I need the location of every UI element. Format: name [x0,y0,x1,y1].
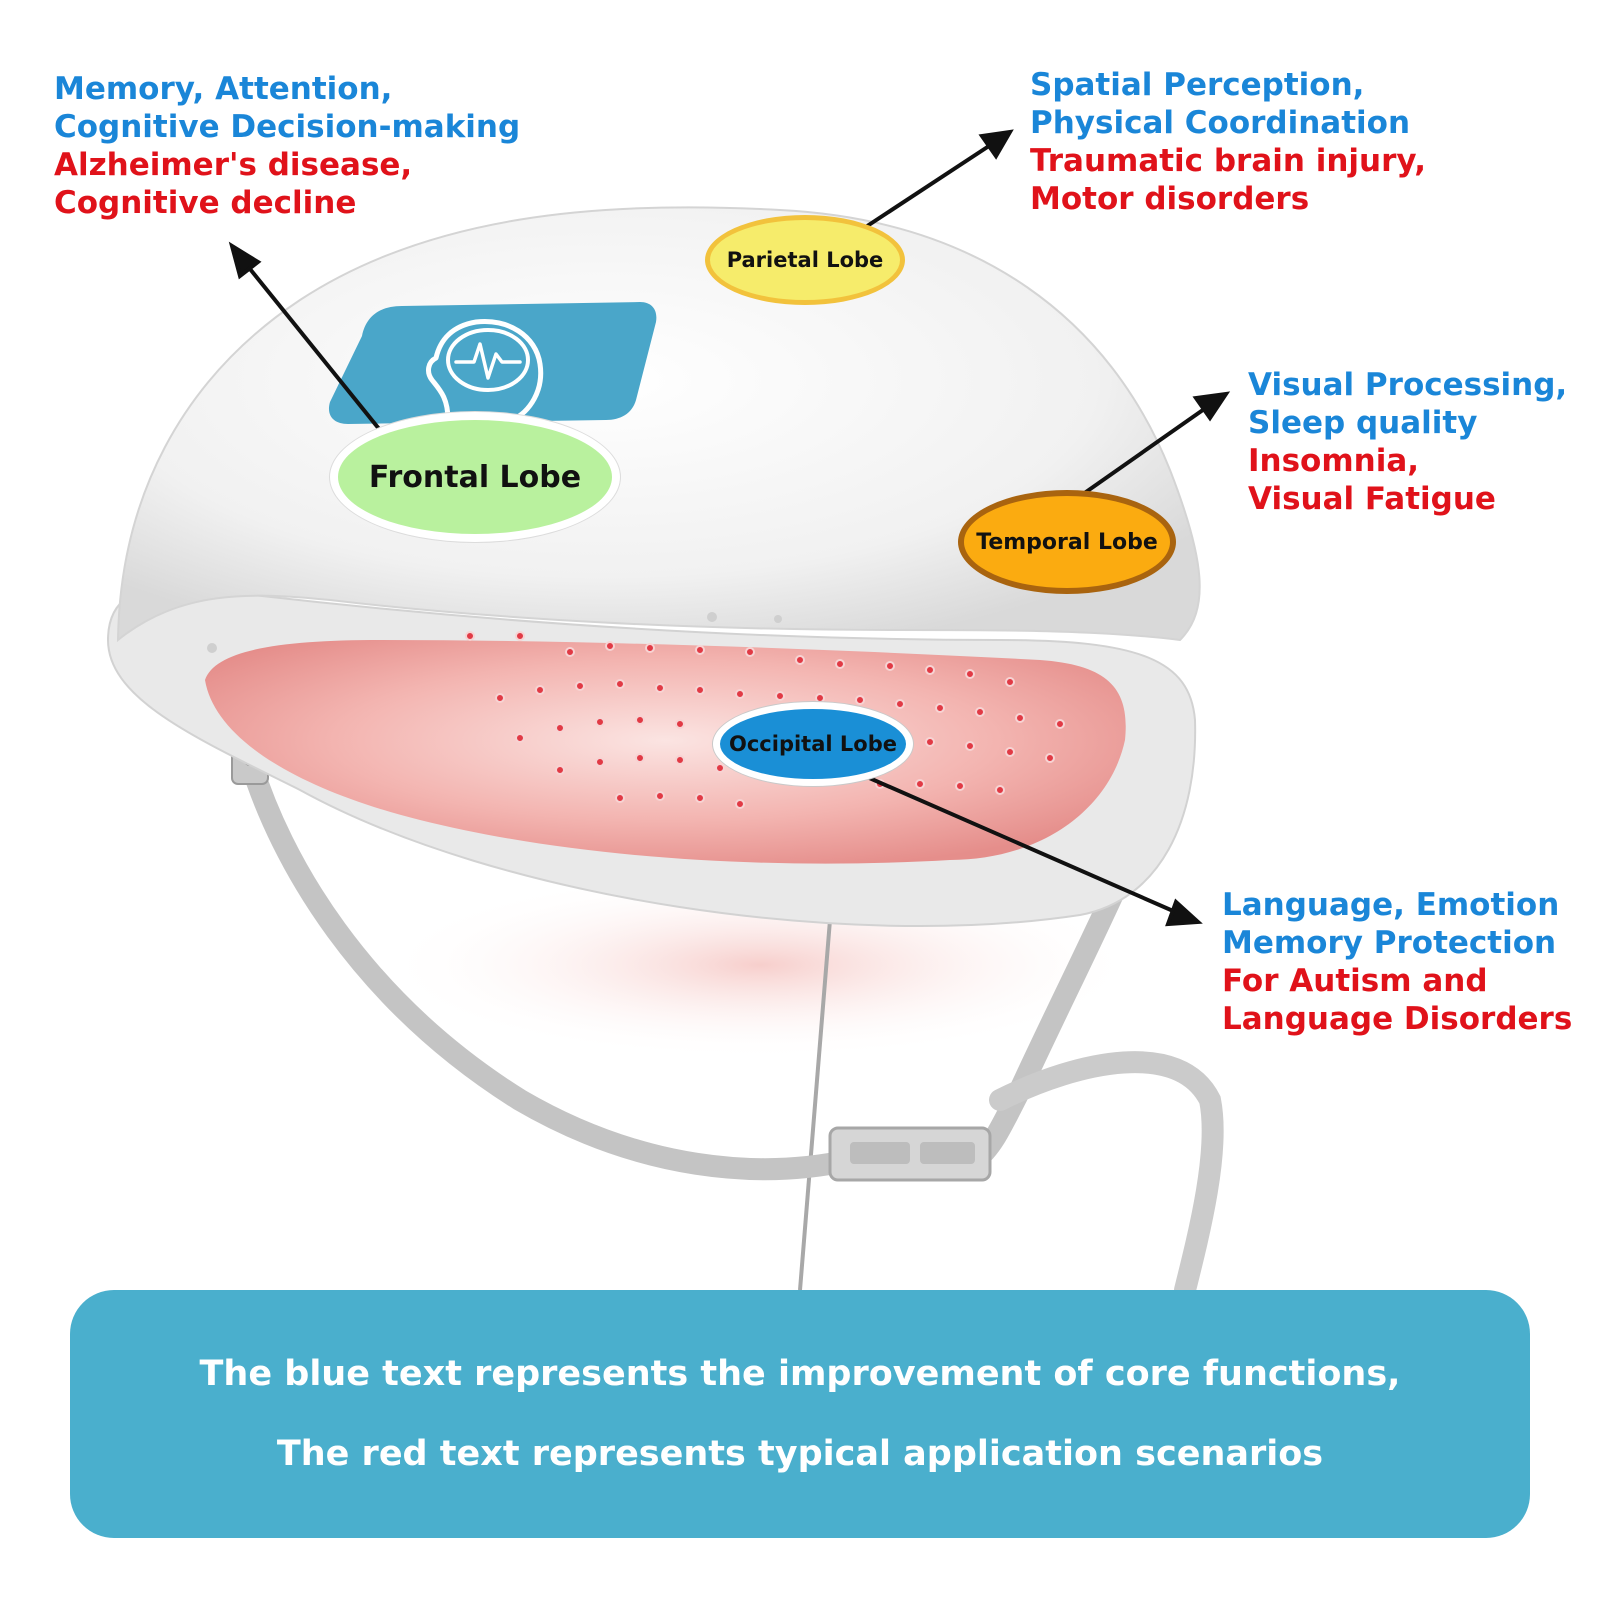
temporal-function-2: Sleep quality [1248,405,1478,441]
legend-red-text: The red text represents typical applicat… [276,1434,1324,1474]
occipital-application-1: For Autism and [1222,963,1488,999]
chin-strap-left [239,749,861,1181]
occipital-function-2: Memory Protection [1222,925,1557,961]
temporal-lobe-label: Temporal Lobe [958,490,1176,594]
frontal-function-1: Memory, Attention, [54,71,393,107]
temporal-function-1: Visual Processing, [1248,367,1568,403]
arrow-temporal [1064,403,1212,508]
arrow-occipital [841,764,1181,916]
temporal-application-1: Insomnia, [1248,443,1420,479]
parietal-application-2: Motor disorders [1030,181,1310,217]
frontal-function-2: Cognitive Decision-making [54,109,521,145]
occipital-application-2: Language Disorders [1222,1001,1573,1037]
occipital-function-1: Language, Emotion [1222,887,1560,923]
strap-tail [989,1051,1224,1301]
power-cable [798,919,832,1291]
temporal-callout: Visual Processing, Sleep quality Insomni… [1248,366,1567,518]
led-array [465,631,1065,809]
temporal-application-2: Visual Fatigue [1248,481,1496,517]
frontal-lobe-label: Frontal Lobe [330,412,620,542]
arrow-frontal [244,262,390,442]
led-interior [205,640,1126,864]
legend-banner: The blue text represents the improvement… [70,1290,1530,1538]
frontal-application-1: Alzheimer's disease, [54,147,413,183]
parietal-function-1: Spatial Perception, [1030,67,1365,103]
occipital-lobe-label: Occipital Lobe [713,702,913,786]
frontal-application-2: Cognitive decline [54,185,357,221]
frontal-callout: Memory, Attention, Cognitive Decision-ma… [54,70,520,222]
arrow-parietal [850,142,994,238]
occipital-callout: Language, Emotion Memory Protection For … [1222,886,1572,1038]
parietal-lobe-label: Parietal Lobe [705,215,905,305]
parietal-function-2: Physical Coordination [1030,105,1411,141]
parietal-callout: Spatial Perception, Physical Coordinatio… [1030,66,1426,218]
parietal-application-1: Traumatic brain injury, [1030,143,1426,179]
legend-blue-text: The blue text represents the improvement… [199,1354,1401,1394]
pointer-arrows [228,129,1231,927]
head-brain-pulse-icon [426,318,544,423]
